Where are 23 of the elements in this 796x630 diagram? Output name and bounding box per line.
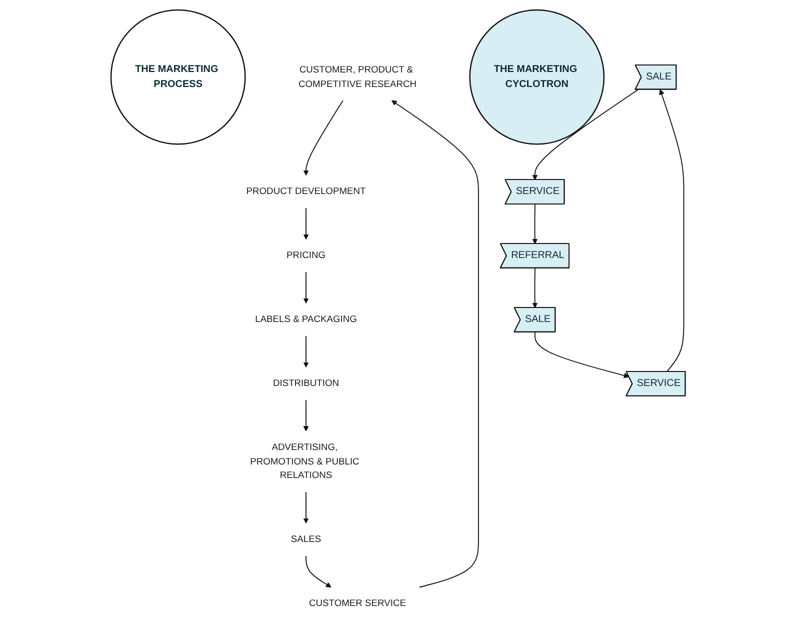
node-text: PRODUCT DEVELOPMENT <box>246 186 366 197</box>
arrow <box>305 556 332 588</box>
arrow <box>532 268 538 308</box>
node-text: LABELS & PACKAGING <box>254 314 357 325</box>
node-text: CUSTOMER SERVICE <box>308 598 406 608</box>
arrow <box>532 204 538 244</box>
node-circle: THE MARKETING PROCESS <box>110 9 246 145</box>
arrow <box>303 336 309 368</box>
arrow <box>303 208 309 240</box>
node-text: DISTRIBUTION <box>272 378 339 388</box>
arrow <box>391 100 479 588</box>
node-circle: THE MARKETING CYCLOTRON <box>469 9 604 145</box>
node-text: CUSTOMER, PRODUCT & COMPETITIVE RESEARCH <box>298 64 416 89</box>
arrow <box>303 400 309 432</box>
node-text: SALES <box>290 534 321 544</box>
node-text: ADVERTISING, PROMOTIONS & PUBLIC RELATIONS <box>250 442 360 481</box>
arrow <box>534 332 630 378</box>
node-text: PRICING <box>286 250 326 261</box>
arrow <box>303 272 309 304</box>
arrow <box>303 492 309 524</box>
arrow <box>659 89 684 372</box>
arrow <box>532 89 639 180</box>
arrow <box>303 100 344 176</box>
